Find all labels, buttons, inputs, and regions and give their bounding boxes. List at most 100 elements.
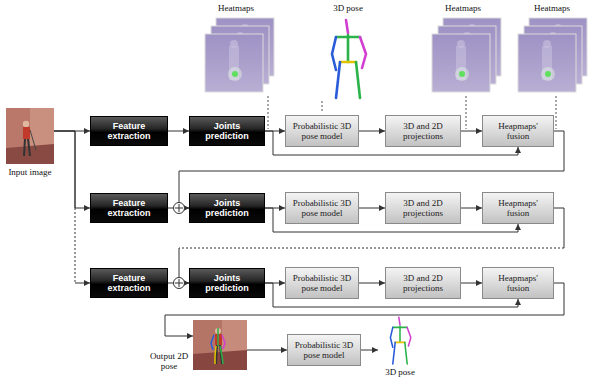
connector-segment (165, 336, 193, 337)
connector-segment (265, 208, 273, 209)
node-text: Feature extraction (91, 121, 167, 142)
node-text: Heapmaps' fusion (483, 273, 553, 294)
node-text: Feature extraction (91, 273, 167, 294)
heatmap-stack (518, 18, 587, 92)
grey-process-box: Heapmaps' fusion (482, 115, 554, 147)
connector-segment (564, 131, 565, 171)
connector-arrow (359, 208, 385, 209)
input-photo: Input image (6, 108, 54, 164)
connector-segment (273, 208, 274, 232)
connector-segment (564, 283, 565, 315)
grey-process-box: 3D and 2D projections (385, 192, 461, 224)
connector-segment (461, 283, 482, 284)
node-text: 3D and 2D projections (386, 121, 460, 142)
sum-junction (174, 278, 185, 289)
connector-segment (265, 131, 285, 132)
dark-process-box: Feature extraction (90, 116, 168, 146)
connector-segment (75, 283, 90, 284)
dark-process-box: Joints prediction (189, 193, 265, 223)
node-text: Output 2D pose (148, 352, 190, 372)
heatmap-stack (205, 18, 274, 92)
grey-process-box: Probabilistic 3D pose model (285, 115, 359, 147)
connector-segment (554, 131, 564, 132)
connector-segment (461, 131, 482, 132)
connector-segment (359, 208, 385, 209)
connector-segment (359, 283, 385, 284)
node-text: Probabilistic 3D pose model (288, 340, 360, 361)
connector-segment (75, 131, 76, 208)
connector-segment (75, 208, 90, 209)
connector-segment (518, 147, 519, 155)
grey-process-box: 3D and 2D projections (385, 267, 461, 299)
connector-segment (273, 232, 518, 233)
node-text: Heapmaps' fusion (483, 121, 553, 142)
connector-arrow (168, 131, 189, 132)
dark-process-box: Feature extraction (90, 193, 168, 223)
grey-process-box: Probabilistic 3D pose model (285, 192, 359, 224)
connector-segment (75, 131, 76, 208)
output-photo: Output 2D pose (193, 320, 247, 370)
connector-segment (273, 131, 274, 155)
connector-segment (265, 208, 285, 209)
connector-segment (273, 283, 274, 307)
connector-segment (554, 208, 564, 209)
figure-label: Heatmaps (534, 4, 570, 14)
connector-segment (518, 224, 519, 232)
pose-3d-figure (390, 317, 410, 364)
heatmap-stack (432, 18, 501, 92)
connector-arrow (461, 208, 482, 209)
node-text: Probabilistic 3D pose model (286, 198, 358, 219)
connector-segment (247, 350, 287, 351)
grey-process-box: 3D and 2D projections (385, 115, 461, 147)
connector-arrow (54, 131, 90, 208)
connector-segment (461, 208, 482, 209)
grey-process-box: Heapmaps' fusion (482, 267, 554, 299)
input-photo-picture (6, 108, 54, 164)
node-text: 3D and 2D projections (386, 198, 460, 219)
grey-process-box: Probabilistic 3D pose model (285, 267, 359, 299)
pose-3d-figure (332, 20, 366, 98)
connector-arrow (265, 131, 285, 132)
dark-process-box: Joints prediction (189, 116, 265, 146)
connector-segment (265, 283, 273, 284)
connector-segment (554, 283, 564, 284)
node-text: Joints prediction (190, 198, 264, 219)
connector-segment (54, 131, 90, 132)
node-text: Joints prediction (190, 121, 264, 142)
node-text: Joints prediction (190, 273, 264, 294)
node-text: 3D and 2D projections (386, 273, 460, 294)
node-text: Feature extraction (91, 198, 167, 219)
figure-label: Heatmaps (445, 4, 481, 14)
connector-segment (265, 131, 273, 132)
grey-process-box: Probabilistic 3D pose model (287, 334, 361, 366)
dark-process-box: Joints prediction (189, 268, 265, 298)
connector-segment (518, 299, 519, 307)
connector-arrow (359, 131, 385, 132)
connector-segment (265, 283, 285, 284)
output-arrow (358, 350, 378, 351)
node-text: Probabilistic 3D pose model (286, 273, 358, 294)
connector-arrow (461, 131, 482, 132)
connector-arrow (54, 131, 90, 132)
output-photo-picture (193, 320, 247, 370)
connector-arrow (247, 350, 287, 351)
connector-arrow (265, 283, 285, 284)
node-text: Heapmaps' fusion (483, 198, 553, 219)
node-text: Probabilistic 3D pose model (286, 121, 358, 142)
grey-process-box: Heapmaps' fusion (482, 192, 554, 224)
connector-segment (165, 315, 564, 316)
dark-process-box: Feature extraction (90, 268, 168, 298)
connector-segment (54, 131, 75, 132)
connector-segment (273, 307, 518, 308)
connector-arrow (461, 283, 482, 284)
connector-segment (179, 171, 564, 172)
connector-segment (564, 208, 565, 248)
connector-segment (179, 248, 564, 249)
connector-segment (75, 208, 76, 283)
connector-segment (54, 131, 75, 132)
connector-arrow (359, 283, 385, 284)
figure-label: Heatmaps (218, 4, 254, 14)
connector-segment (359, 131, 385, 132)
figure-label: 3D pose (333, 4, 363, 14)
